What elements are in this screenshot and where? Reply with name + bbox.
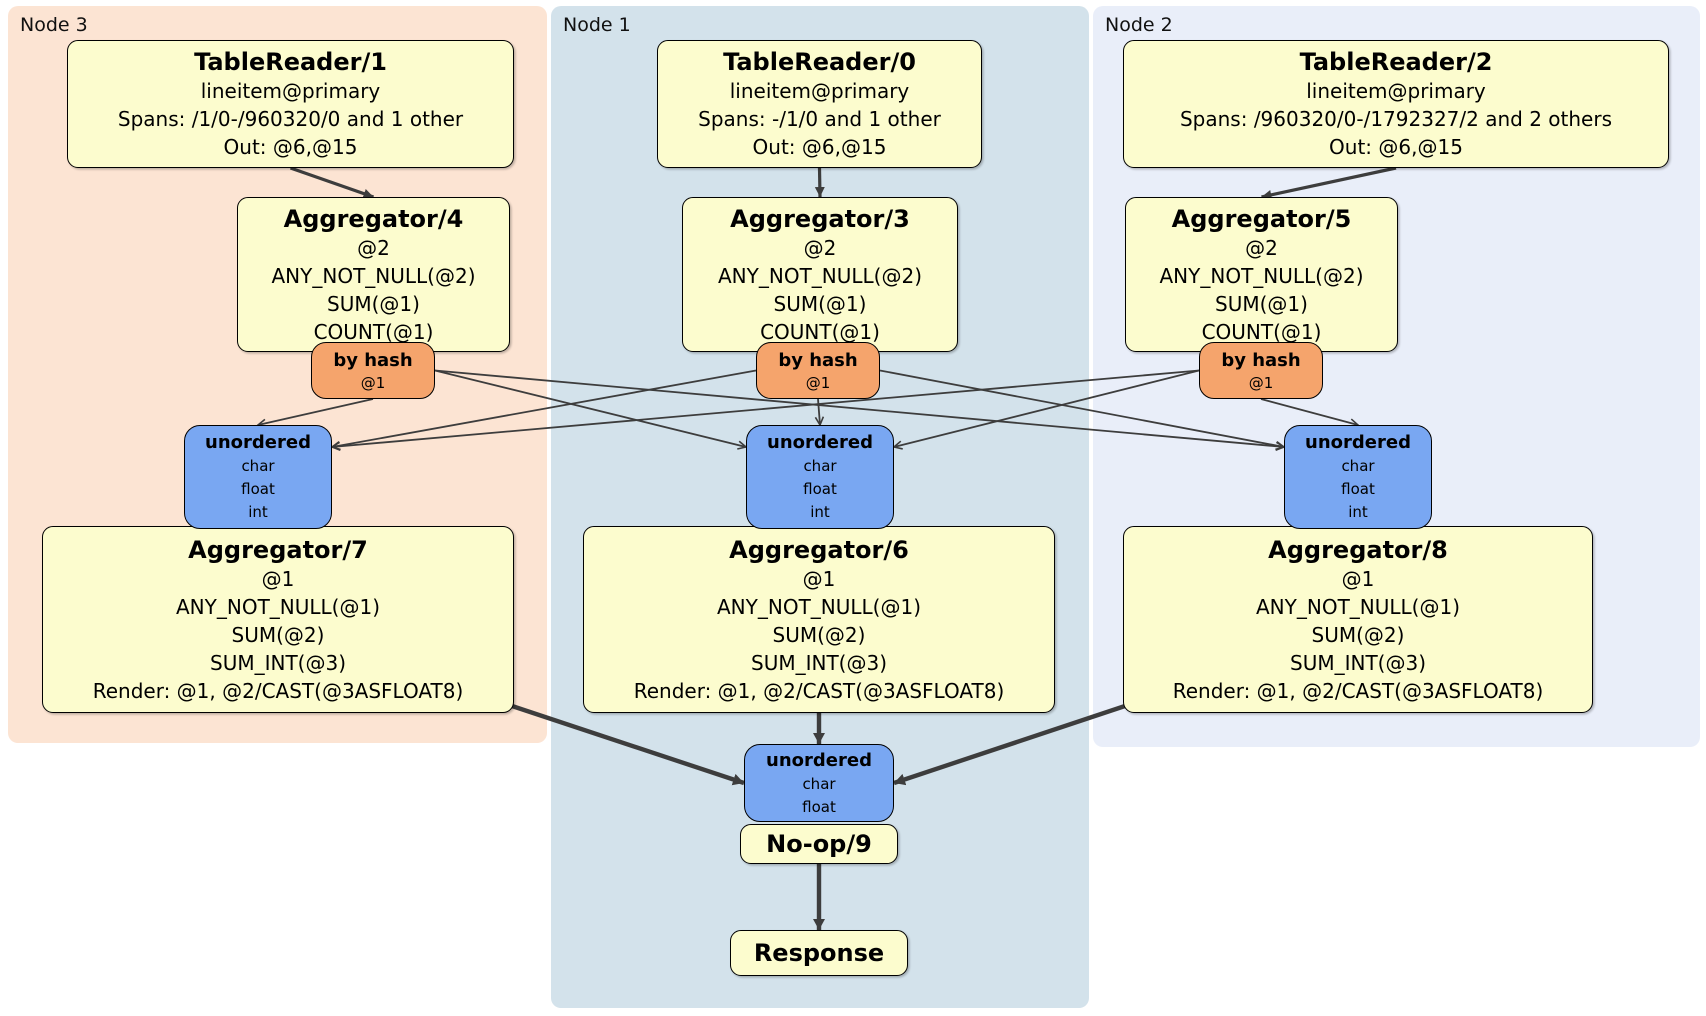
node-line: ANY_NOT_NULL(@2) (718, 263, 922, 288)
node-line: SUM(@2) (772, 622, 866, 647)
node-title: Aggregator/8 (1268, 535, 1448, 564)
node-line: Render: @1, @2/CAST(@3ASFLOAT8) (1172, 678, 1544, 703)
node-title: Aggregator/5 (1171, 204, 1352, 233)
node-line: lineitem@primary (1306, 79, 1486, 103)
node-line: SUM(@2) (231, 622, 325, 647)
node-line: char (1341, 457, 1375, 475)
box-unordered-2: unordered char float int (1284, 425, 1432, 529)
node-title: by hash (333, 349, 413, 371)
node-line: char (802, 774, 836, 793)
node-line: SUM(@2) (1311, 622, 1405, 647)
node-title: Aggregator/7 (188, 535, 368, 564)
node-line: SUM_INT(@3) (751, 650, 887, 675)
box-aggregator-7: Aggregator/7 @1 ANY_NOT_NULL(@1) SUM(@2)… (42, 526, 514, 713)
node-line: SUM_INT(@3) (210, 650, 346, 675)
node-line: Spans: /1/0-/960320/0 and 1 other (117, 107, 464, 131)
node-line: @1 (261, 566, 295, 591)
node-line: float (803, 480, 837, 498)
node-line: SUM_INT(@3) (1290, 650, 1426, 675)
node-title: unordered (766, 749, 872, 771)
box-tablereader-0: TableReader/0 lineitem@primary Spans: -/… (657, 40, 982, 168)
node-line: ANY_NOT_NULL(@1) (176, 594, 380, 619)
box-aggregator-4: Aggregator/4 @2 ANY_NOT_NULL(@2) SUM(@1)… (237, 197, 510, 352)
node-title: unordered (1305, 432, 1411, 453)
node-title: unordered (767, 432, 873, 453)
node-title: TableReader/2 (1299, 48, 1493, 76)
node-line: char (803, 457, 837, 475)
node-title: TableReader/1 (194, 48, 387, 76)
node-line: Spans: -/1/0 and 1 other (698, 107, 941, 131)
box-noop-9: No-op/9 (740, 824, 898, 864)
node-line: Out: @6,@15 (223, 135, 358, 159)
node-line: @1 (1341, 566, 1375, 591)
node-line: char (241, 457, 275, 475)
box-byhash-1: by hash @1 (756, 342, 880, 399)
box-unordered-1: unordered char float int (746, 425, 894, 529)
node-line: Spans: /960320/0-/1792327/2 and 2 others (1179, 107, 1612, 131)
node-title: Aggregator/4 (283, 204, 464, 233)
node-line: COUNT(@1) (1201, 319, 1322, 344)
node-line: float (802, 797, 836, 816)
node-line: ANY_NOT_NULL(@2) (1159, 263, 1364, 288)
node-line: @1 (360, 373, 386, 392)
box-unordered-final: unordered char float (744, 744, 894, 822)
node-line: COUNT(@1) (760, 319, 880, 344)
node-line: int (1348, 503, 1368, 521)
node-line: @1 (802, 566, 836, 591)
node-panel-3-label: Node 3 (20, 14, 88, 36)
node-line: Out: @6,@15 (752, 135, 887, 159)
box-byhash-2: by hash @1 (1199, 342, 1323, 399)
node-line: float (1341, 480, 1375, 498)
node-panel-1-label: Node 1 (563, 14, 631, 36)
node-line: @2 (803, 235, 837, 260)
box-tablereader-2: TableReader/2 lineitem@primary Spans: /9… (1123, 40, 1669, 168)
node-title: Response (753, 939, 885, 967)
box-byhash-3: by hash @1 (311, 342, 435, 399)
node-title: No-op/9 (766, 830, 872, 858)
node-line: int (248, 503, 268, 521)
node-line: Render: @1, @2/CAST(@3ASFLOAT8) (633, 678, 1005, 703)
node-title: unordered (205, 432, 311, 453)
box-response: Response (730, 930, 908, 976)
node-panel-2-label: Node 2 (1105, 14, 1173, 36)
box-unordered-3: unordered char float int (184, 425, 332, 529)
node-line: @1 (805, 373, 831, 392)
node-title: TableReader/0 (723, 48, 916, 76)
box-aggregator-3: Aggregator/3 @2 ANY_NOT_NULL(@2) SUM(@1)… (682, 197, 958, 352)
box-aggregator-8: Aggregator/8 @1 ANY_NOT_NULL(@1) SUM(@2)… (1123, 526, 1593, 713)
node-line: SUM(@1) (1215, 291, 1308, 316)
box-aggregator-5: Aggregator/5 @2 ANY_NOT_NULL(@2) SUM(@1)… (1125, 197, 1398, 352)
node-line: COUNT(@1) (313, 319, 434, 344)
node-line: ANY_NOT_NULL(@1) (1256, 594, 1460, 619)
node-title: Aggregator/6 (729, 535, 909, 564)
node-line: @1 (1248, 373, 1274, 392)
node-line: @2 (1245, 235, 1278, 260)
node-line: Out: @6,@15 (1329, 135, 1463, 159)
node-line: ANY_NOT_NULL(@1) (717, 594, 921, 619)
box-aggregator-6: Aggregator/6 @1 ANY_NOT_NULL(@1) SUM(@2)… (583, 526, 1055, 713)
node-line: @2 (357, 235, 390, 260)
box-tablereader-1: TableReader/1 lineitem@primary Spans: /1… (67, 40, 514, 168)
node-title: by hash (1221, 349, 1301, 371)
node-line: Render: @1, @2/CAST(@3ASFLOAT8) (92, 678, 464, 703)
node-line: float (241, 480, 275, 498)
node-line: lineitem@primary (200, 79, 381, 103)
node-title: Aggregator/3 (730, 204, 910, 233)
node-line: ANY_NOT_NULL(@2) (271, 263, 476, 288)
node-line: lineitem@primary (729, 79, 910, 103)
node-line: SUM(@1) (327, 291, 420, 316)
node-title: by hash (778, 349, 858, 371)
node-line: int (810, 503, 830, 521)
node-line: SUM(@1) (773, 291, 867, 316)
